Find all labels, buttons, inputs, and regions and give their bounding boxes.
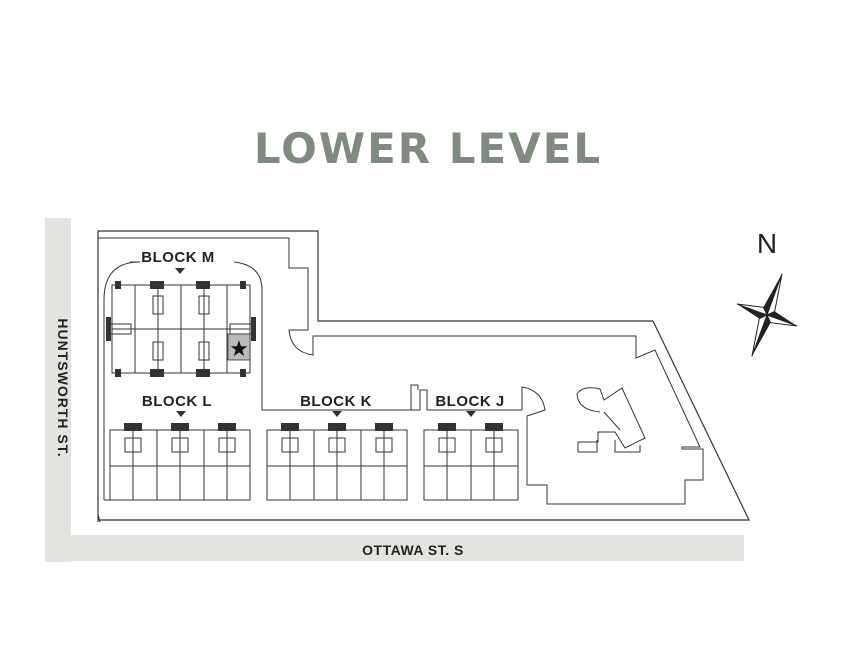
ottawa-street (45, 535, 744, 561)
ottawa-street-label: OTTAWA ST. S (362, 542, 464, 558)
block-m-pointer-icon (175, 268, 185, 274)
walkway-outline (98, 237, 704, 505)
block-k-label: BLOCK K (300, 393, 372, 410)
compass-north-label: N (757, 228, 777, 259)
block-j-building[interactable] (423, 423, 519, 501)
compass-icon: N (736, 228, 798, 357)
amenity-feature (576, 387, 646, 453)
star-icon: ★ (229, 337, 249, 362)
block-l-label: BLOCK L (142, 393, 212, 410)
block-j-label: BLOCK J (435, 393, 504, 410)
block-m-label: BLOCK M (141, 249, 215, 266)
block-j-pointer-icon (466, 411, 476, 417)
block-m-building[interactable] (106, 281, 256, 377)
block-k-pointer-icon (332, 411, 342, 417)
block-l-building[interactable] (109, 423, 251, 501)
block-l-pointer-icon (176, 411, 186, 417)
block-k-building[interactable] (266, 423, 408, 501)
current-unit-highlight[interactable] (227, 333, 251, 361)
huntsworth-street (45, 218, 71, 562)
huntsworth-street-label: HUNTSWORTH ST. (55, 318, 71, 457)
site-boundary (97, 230, 750, 523)
map-title: LOWER LEVEL (254, 124, 602, 173)
